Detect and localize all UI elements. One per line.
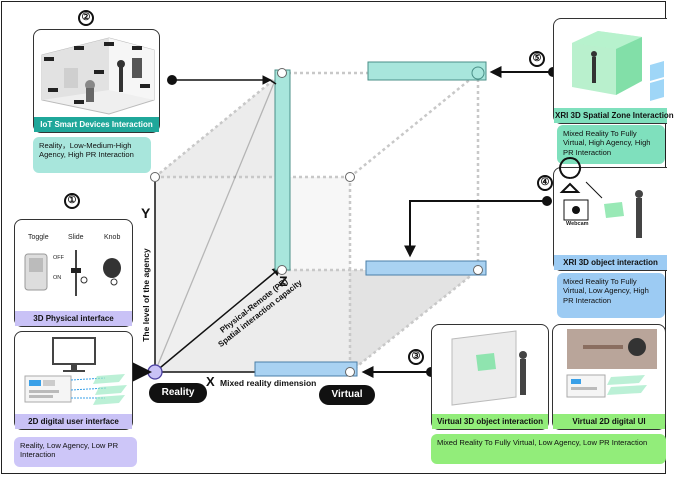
monitor-ui-illustration — [24, 337, 127, 405]
teal-vertical-bar — [274, 69, 291, 271]
z-letter: Z — [279, 273, 288, 289]
z-axis-line — [154, 266, 282, 373]
reality-pill: Reality — [149, 383, 207, 403]
iot-note: Reality，Low-Medium-High Agency, High PR … — [33, 137, 151, 173]
badge-two: ② — [78, 10, 94, 26]
badge-four: ④ — [537, 175, 553, 191]
mixed-note: Mixed Reality To Fully Virtual, Low Agen… — [431, 434, 666, 464]
y-letter: Y — [141, 205, 151, 221]
webcam-label: Webcam — [566, 221, 589, 227]
iot-teal-arrow — [269, 79, 277, 85]
slide-label: Slide — [68, 234, 84, 241]
toggle-slide-knob-illustration — [24, 250, 121, 296]
virtual-2d-caption: Virtual 2D digital UI — [553, 414, 665, 429]
iot-caption: IoT Smart Devices Interaction — [34, 117, 159, 132]
reality-note: Reality, Low Agency, Low PR Interaction — [14, 437, 137, 467]
switch-off-label: OFF — [53, 255, 64, 261]
xri-zone-panel: XRI 3D Spatial Zone Interaction — [553, 18, 674, 124]
physical-interface-panel: Toggle Slide Knob OFF ON 3D Physical int… — [14, 219, 133, 327]
object-arrow — [404, 200, 547, 258]
object-interaction-illustration — [559, 157, 643, 238]
knob-label: Knob — [104, 234, 121, 241]
digital-2d-caption: 2D digital user interface — [15, 414, 132, 429]
virtual-2d-illustration — [566, 329, 657, 398]
xri-zone-note: Mixed Reality To Fully Virtual, High Age… — [557, 125, 665, 164]
smart-room-illustration — [41, 37, 155, 115]
y-axis-label: The level of the agency — [141, 248, 151, 342]
x-axis-label: Mixed reality dimension — [220, 378, 317, 388]
x-letter: X — [206, 374, 215, 389]
blue-mid-bar — [365, 260, 487, 276]
toggle-label: Toggle — [28, 234, 49, 241]
teal-top-bar — [367, 61, 487, 81]
xri-object-note: Mixed Reality To Fully Virtual, Low Agen… — [557, 273, 665, 318]
reality-to-top-arrow — [154, 77, 277, 373]
blue-bottom-bar — [254, 361, 358, 377]
xri-object-panel: Webcam XRI 3D object interaction — [553, 157, 667, 271]
virtual-3d-panel: Virtual 3D object interaction — [431, 324, 549, 430]
xri-object-caption: XRI 3D object interaction — [554, 255, 667, 270]
corner-nodes — [150, 66, 485, 377]
badge-three: ③ — [408, 349, 424, 365]
virtual-2d-panel: Virtual 2D digital UI — [552, 324, 666, 430]
origin-node — [147, 364, 163, 380]
badge-five: ⑤ — [529, 51, 545, 67]
cube-face-front — [155, 177, 350, 372]
iot-panel: IoT Smart Devices Interaction — [33, 29, 160, 133]
spatial-zone-illustration — [572, 31, 664, 101]
switch-on-label: ON — [53, 275, 62, 281]
physical-caption: 3D Physical interface — [15, 311, 132, 326]
virtual-pill: Virtual — [319, 385, 375, 405]
xri-zone-caption: XRI 3D Spatial Zone Interaction — [554, 108, 674, 123]
digital-2d-panel: 2D digital user interface — [14, 331, 133, 430]
virtual-3d-caption: Virtual 3D object interaction — [432, 414, 548, 429]
badge-one: ① — [64, 193, 80, 209]
virtual-3d-illustration — [451, 330, 527, 406]
